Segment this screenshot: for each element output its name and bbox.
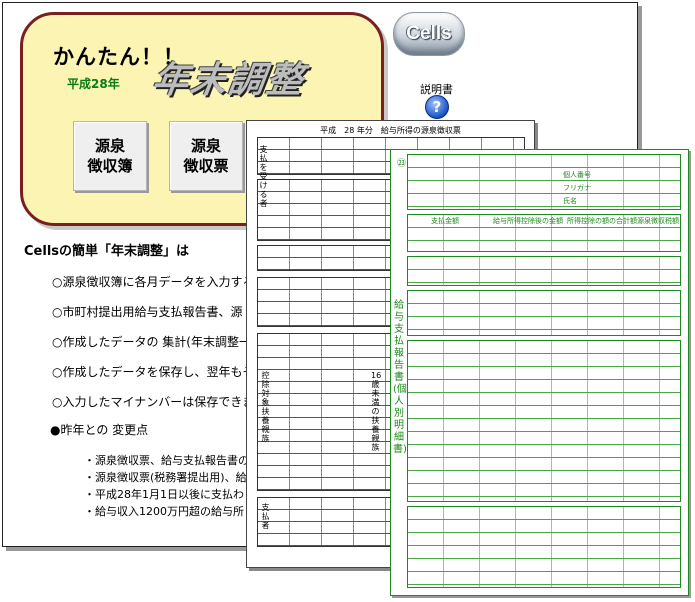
form-grid — [407, 340, 681, 502]
payee-label: 支払を受ける者 — [259, 145, 268, 208]
form-number: ㉓ — [397, 159, 407, 169]
intro-item: ○市町村提出用給与支払報告書、源 — [52, 305, 243, 319]
withholding-slip-button[interactable]: 源泉 徴収票 — [169, 121, 243, 191]
payer-label: 支払者 — [261, 503, 270, 530]
title-banner: かんたん！！ 平成28年 年末調整 源泉 徴収簿 源泉 徴収票 — [20, 12, 384, 226]
product-name: 年末調整 — [149, 59, 308, 101]
under16-label: 16歳未満の扶養親族 — [371, 371, 382, 452]
form-grid — [407, 154, 681, 210]
banner-title: かんたん！！ — [53, 45, 185, 69]
intro-item: ○源泉徴収簿に各月データを入力する — [52, 275, 255, 289]
after-deduction-label: 給与所得控除後の金額 — [493, 217, 563, 225]
form-grid — [407, 256, 681, 286]
withheld-tax-label: 源泉徴収税額 — [637, 217, 679, 225]
furigana-label: フリガナ — [563, 184, 591, 192]
intro-item: ○作成したデータを保存し、翌年もその — [52, 365, 267, 379]
name-label: 氏名 — [563, 197, 577, 205]
intro-item: ○入力したマイナンバーは保存できま — [52, 395, 255, 409]
withholding-book-button[interactable]: 源泉 徴収簿 — [73, 121, 147, 191]
change-item: ・源泉徴収票、給与支払報告書の — [84, 454, 249, 467]
change-item: ・源泉徴収票(税務署提出用)、給 — [84, 471, 247, 484]
payment-report-title: 給与支払報告書(個人別明細書) — [393, 300, 407, 455]
amount-label: 支払金額 — [431, 217, 459, 225]
changes-heading: ●昨年との 変更点 — [50, 423, 149, 437]
deduction-total-label: 所得控除の額の合計額 — [567, 217, 637, 225]
era-label: 平成28年 — [67, 77, 120, 91]
form-grid — [257, 277, 399, 327]
payment-report-preview: ㉓ 個人番号 フリガナ 氏名 支払金額 給与所得控除後の金額 所得控除の額の合計… — [390, 149, 689, 596]
intro-heading: Cellsの簡単「年末調整」は — [24, 244, 190, 259]
manual-label: 説明書 — [420, 83, 453, 96]
change-item: ・平成28年1月1日以後に支払わ — [84, 488, 244, 501]
form-grid — [407, 506, 681, 588]
cells-logo: Cells — [393, 12, 465, 56]
change-item: ・給与収入1200万円超の給与所 — [84, 505, 244, 518]
my-number-label: 個人番号 — [563, 171, 591, 179]
withholding-slip-header: 平成 28 年分 給与所得の源泉徴収票 — [320, 126, 461, 135]
question-icon[interactable]: ? — [425, 95, 449, 119]
dependents-label: 控除対象扶養親族 — [261, 371, 270, 443]
form-grid — [407, 290, 681, 336]
form-grid — [407, 214, 681, 252]
intro-item: ○作成したデータの 集計(年末調整一 — [52, 335, 251, 349]
